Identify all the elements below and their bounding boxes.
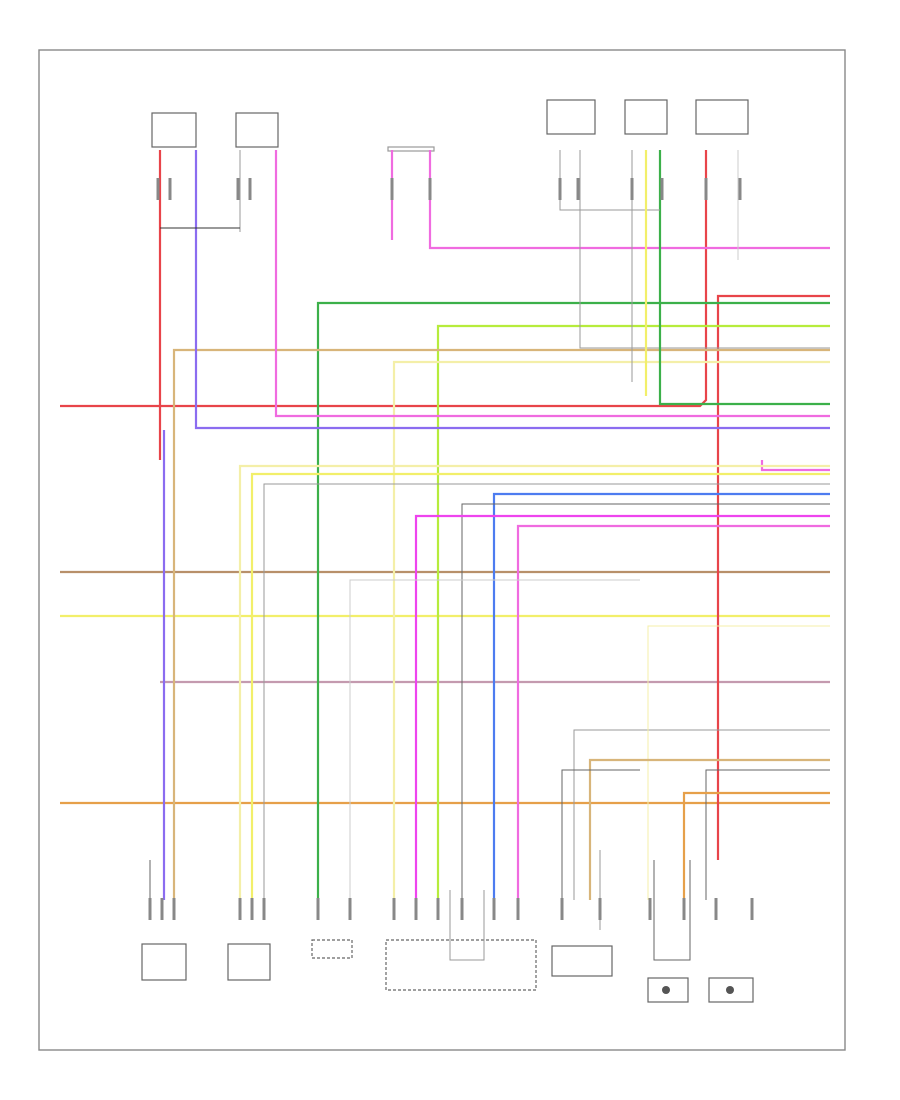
connector-11 — [738, 178, 742, 200]
connector-10 — [704, 178, 708, 200]
wire-19 — [263, 483, 830, 900]
bottom-component-1 — [141, 943, 187, 981]
connector-2 — [236, 178, 240, 200]
wire-16 — [760, 460, 830, 472]
bottom-component-3 — [311, 939, 353, 959]
connector-30 — [714, 898, 718, 920]
wire-9 — [436, 324, 830, 900]
wire-27 — [588, 758, 830, 900]
wire-28 — [561, 769, 640, 900]
bottom-component-6 — [647, 977, 689, 1003]
wire-15 — [194, 150, 830, 430]
wire-11 — [392, 360, 830, 900]
bottom-component-7 — [708, 977, 754, 1003]
connector-31 — [750, 898, 754, 920]
wire-13 — [658, 150, 830, 406]
wire-14 — [274, 150, 830, 418]
wire-18 — [250, 472, 830, 900]
connector-4 — [390, 178, 394, 200]
top-component-5 — [624, 99, 668, 135]
connector-3 — [248, 178, 252, 200]
connector-23 — [460, 898, 464, 920]
connector-25 — [516, 898, 520, 920]
bottom-component-4 — [385, 939, 537, 991]
diagram-frame — [38, 49, 846, 1051]
bottom-component-5 — [551, 945, 613, 977]
wire-10 — [172, 348, 830, 900]
connector-26 — [560, 898, 564, 920]
wire-29 — [705, 769, 830, 900]
connector-28 — [648, 898, 652, 920]
connector-1 — [168, 178, 172, 200]
wire-35 — [559, 150, 660, 211]
connector-0 — [156, 178, 160, 200]
top-component-4 — [546, 99, 596, 135]
wire-41 — [449, 890, 485, 961]
wire-7 — [716, 294, 830, 860]
wire-30 — [682, 791, 830, 900]
wire-20 — [492, 492, 830, 900]
wire-26 — [647, 625, 830, 900]
connector-19 — [348, 898, 352, 920]
connector-20 — [392, 898, 396, 920]
wire-25 — [573, 729, 830, 900]
connector-15 — [238, 898, 242, 920]
wire-6 — [428, 150, 830, 250]
connector-24 — [492, 898, 496, 920]
wire-22 — [414, 514, 830, 900]
wire-21 — [461, 503, 830, 900]
wire-12 — [579, 150, 830, 349]
connector-29 — [682, 898, 686, 920]
connector-8 — [630, 178, 634, 200]
wire-42 — [653, 860, 691, 961]
connector-group — [148, 178, 754, 920]
connector-13 — [160, 898, 164, 920]
connector-21 — [414, 898, 418, 920]
connector-5 — [428, 178, 432, 200]
wire-group — [60, 150, 830, 961]
top-component-6 — [695, 99, 749, 135]
connector-12 — [148, 898, 152, 920]
connector-9 — [660, 178, 664, 200]
connector-17 — [262, 898, 266, 920]
wire-23 — [516, 524, 830, 900]
top-component-2 — [235, 112, 279, 148]
connector-6 — [558, 178, 562, 200]
connector-18 — [316, 898, 320, 920]
top-component-3 — [387, 146, 435, 152]
connector-27 — [598, 898, 602, 920]
connector-7 — [576, 178, 580, 200]
bottom-component-2 — [227, 943, 271, 981]
connector-22 — [436, 898, 440, 920]
wire-24 — [349, 579, 640, 900]
top-component-1 — [151, 112, 197, 148]
connector-16 — [250, 898, 254, 920]
connector-14 — [172, 898, 176, 920]
wire-17 — [238, 464, 830, 900]
